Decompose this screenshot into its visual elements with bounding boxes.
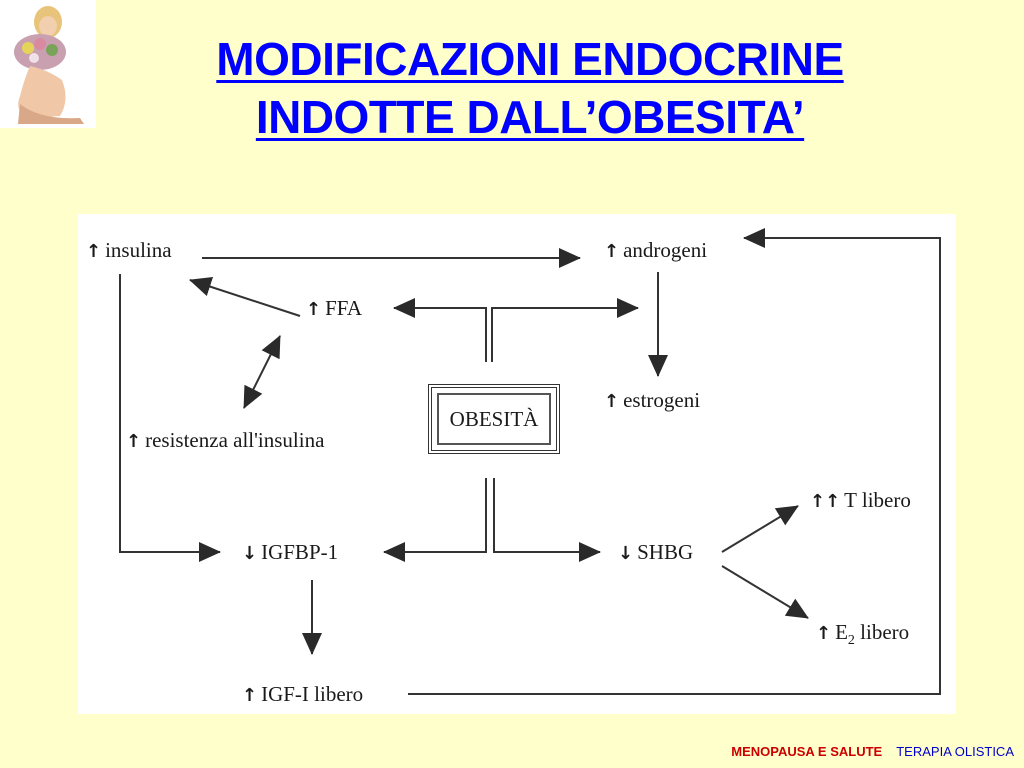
node-shbg-label: SHBG [637,540,694,564]
edge-obesita-androgeni [491,298,639,362]
edge-obesita-shbg [493,478,601,562]
node-resistenza: ↑resistenza all'insulina [126,428,324,454]
footer-right: TERAPIA OLISTICA [896,744,1014,759]
edge-shbg-e2 [721,565,809,619]
node-obesita: OBESITÀ [428,384,560,454]
arrow-up-icon: ↑ [604,391,620,412]
edge-ffa-resistenza [243,335,281,409]
diagram-connectors [119,228,941,695]
arrow-down-icon: ↓ [242,543,258,564]
title-line-1: MODIFICAZIONI ENDOCRINE [216,33,844,85]
node-e2-libero: ↑E2 libero [816,620,909,653]
node-insulina-label: insulina [105,238,172,262]
node-igf1-libero: ↑IGF-I libero [242,682,363,708]
node-obesita-label: OBESITÀ [449,406,539,431]
edge-ffa-insulina [189,277,301,317]
arrow-up-icon: ↑ [604,241,620,262]
logo-image [0,0,96,128]
page-title: MODIFICAZIONI ENDOCRINE INDOTTE DALL’OBE… [100,30,960,146]
node-igf1-label: IGF-I libero [261,682,364,706]
node-estrogeni-label: estrogeni [623,388,701,412]
node-shbg: ↓SHBG [618,540,693,566]
box-inner-border [437,393,551,445]
double-arrow-up-icon: ↑↑ [810,491,841,512]
endocrine-diagram: ↑insulina ↑androgeni ↑FFA ↑estrogeni ↑re… [78,214,956,714]
node-insulina: ↑insulina [86,238,172,264]
arrow-up-icon: ↑ [306,299,322,320]
footer: MENOPAUSA E SALUTE TERAPIA OLISTICA [731,744,1014,759]
node-e2-subscript: 2 [847,633,855,649]
node-e2-label-2: libero [854,620,910,644]
node-androgeni-label: androgeni [623,238,708,262]
arrow-up-icon: ↑ [126,431,142,452]
node-t-libero-label: T libero [844,488,911,512]
node-ffa: ↑FFA [306,296,362,322]
node-ffa-label: FFA [325,296,363,320]
edge-obesita-igfbp [383,478,487,562]
arrow-down-icon: ↓ [618,543,634,564]
node-estrogeni: ↑estrogeni [604,388,700,414]
node-t-libero: ↑↑T libero [810,488,911,514]
edge-shbg-tlibero [721,505,799,553]
arrow-up-icon: ↑ [816,623,832,644]
node-e2-label: E [835,620,848,644]
woman-flowers-icon [14,6,84,124]
node-igfbp1: ↓IGFBP-1 [242,540,338,566]
arrow-up-icon: ↑ [86,241,102,262]
edge-insulina-igfbp [119,274,221,562]
edge-igf-androgeni [408,228,941,695]
node-igfbp1-label: IGFBP-1 [261,540,339,564]
node-androgeni: ↑androgeni [604,238,707,264]
footer-left: MENOPAUSA E SALUTE [731,744,883,759]
edge-obesita-ffa [393,298,487,362]
node-resistenza-label: resistenza all'insulina [145,428,325,452]
title-line-2: INDOTTE DALL’OBESITA’ [255,91,805,143]
arrow-up-icon: ↑ [242,685,258,706]
